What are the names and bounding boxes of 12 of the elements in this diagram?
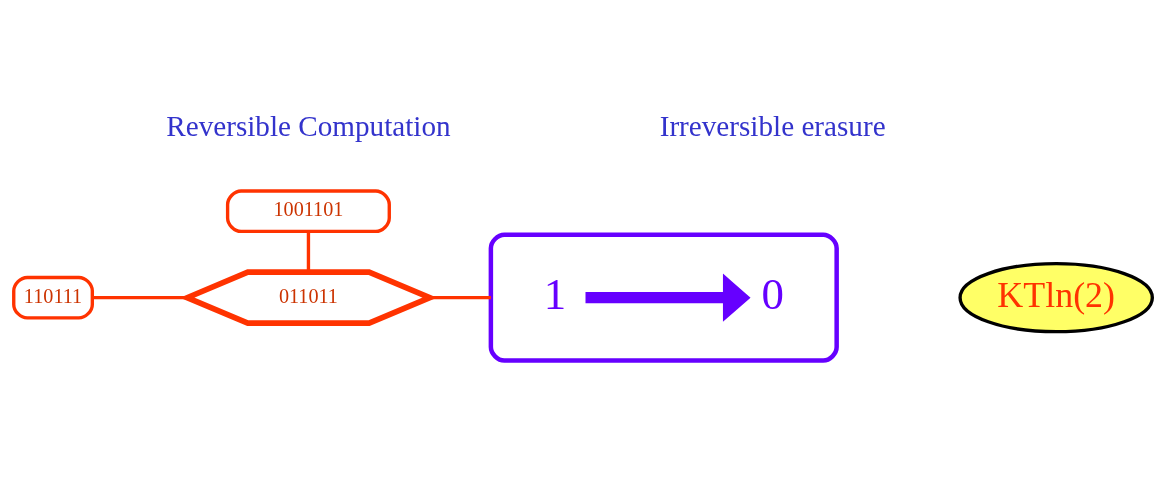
node-text: 1 [543, 268, 567, 319]
label: Irreversible erasure [659, 110, 886, 143]
arrow [585, 273, 751, 322]
connector [92, 295, 187, 300]
node-box: 1001101 [225, 189, 391, 234]
cluster [488, 232, 839, 363]
connector [306, 231, 311, 272]
node-ellipse: KTln(2) [958, 261, 1154, 334]
connector [429, 295, 491, 300]
node-box: 110111 [12, 275, 94, 320]
node-text: 0 [761, 268, 784, 319]
label: Reversible Computation [166, 110, 451, 143]
